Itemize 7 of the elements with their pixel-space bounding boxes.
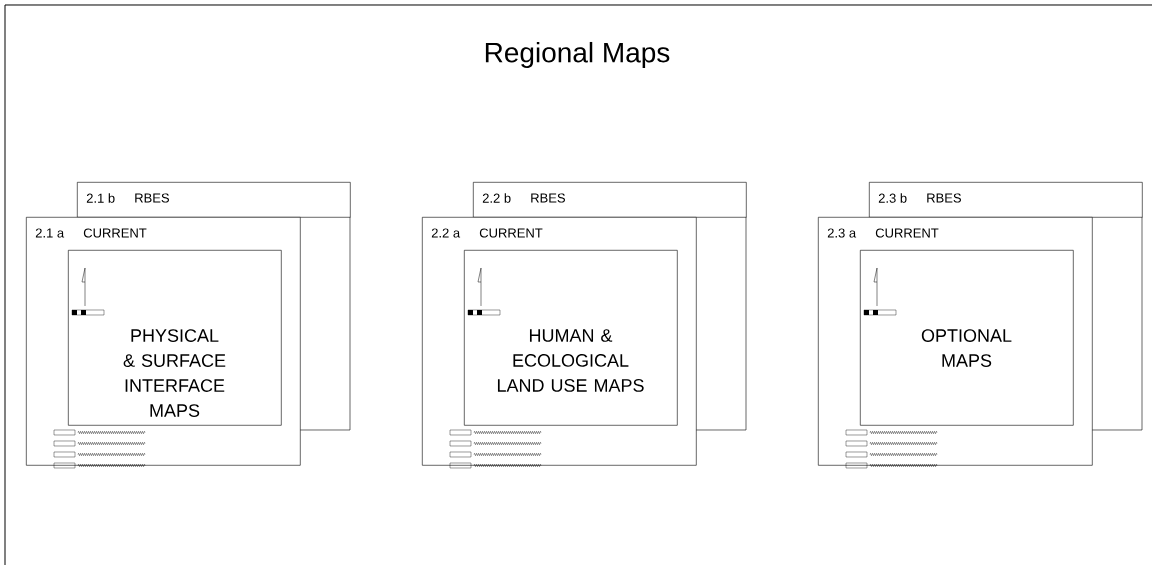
title: Regional Maps [485,41,670,69]
map-sheet: 2.3 b RBES [869,182,1143,218]
map-sheet: 2.2 b RBES [473,182,747,218]
map-frame: PHYSICAL & SURFACE INTERFACE MAPS [68,250,282,426]
map-frame: HUMAN & ECOLOGICAL LAND USE MAPS [464,250,678,426]
map-sheet: 2.1 b RBES [77,182,351,218]
map-frame: OPTIONAL MAPS [860,250,1074,426]
